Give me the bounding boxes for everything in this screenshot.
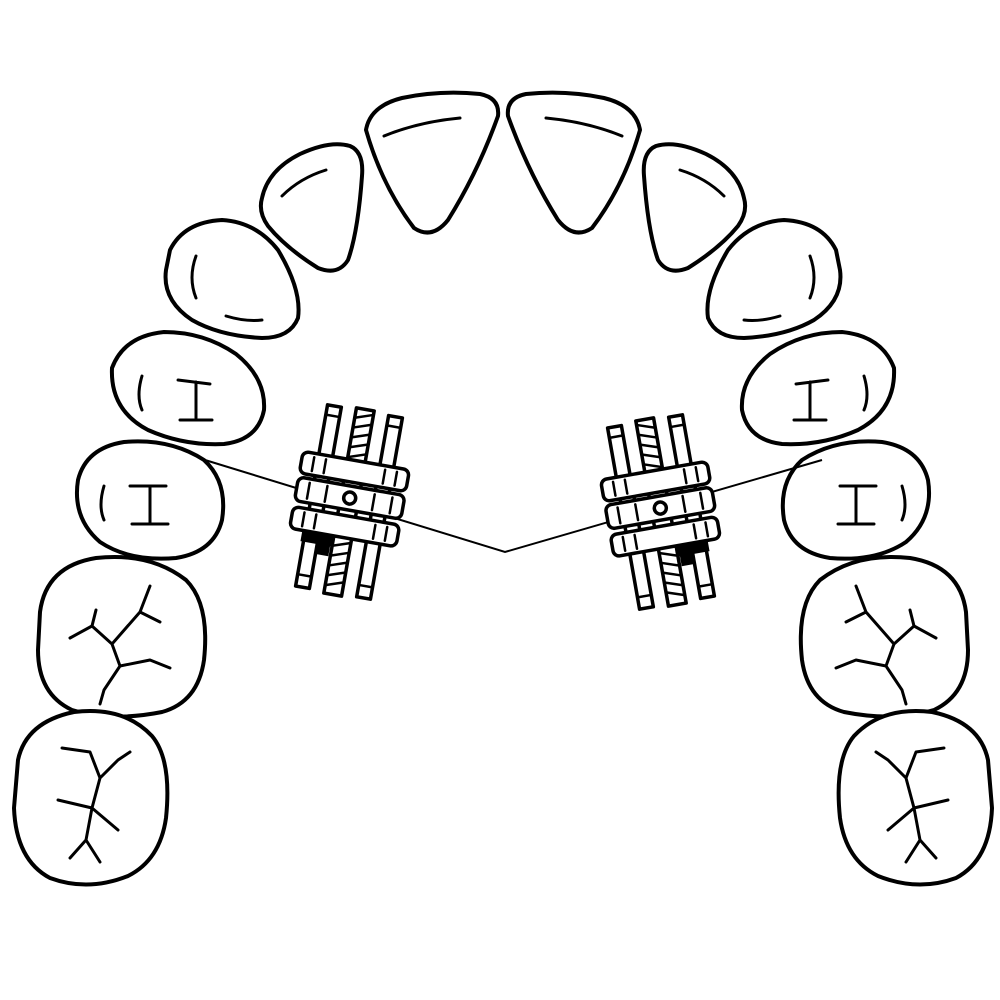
tooth-right-first-molar: [798, 554, 970, 719]
tooth-left-second-molar: [12, 709, 170, 887]
tooth-left-second-premolar: [75, 439, 226, 561]
expansion-screw-left: [277, 398, 421, 606]
tooth-left-canine: [163, 218, 301, 340]
tooth-right-canine: [705, 218, 843, 340]
right-arch-half: [505, 90, 994, 887]
tooth-right-lateral-incisor: [641, 142, 748, 273]
tooth-left-first-premolar: [109, 330, 267, 447]
tooth-left-lateral-incisor: [258, 142, 365, 273]
tooth-right-second-premolar: [780, 439, 931, 561]
tooth-right-first-premolar: [739, 330, 897, 447]
tooth-right-second-molar: [836, 709, 994, 887]
tooth-right-central-incisor: [505, 90, 642, 235]
expansion-screw-right: [589, 408, 733, 616]
tooth-left-first-molar: [36, 554, 208, 719]
left-arch-half: [12, 90, 501, 887]
tooth-left-central-incisor: [364, 90, 501, 235]
